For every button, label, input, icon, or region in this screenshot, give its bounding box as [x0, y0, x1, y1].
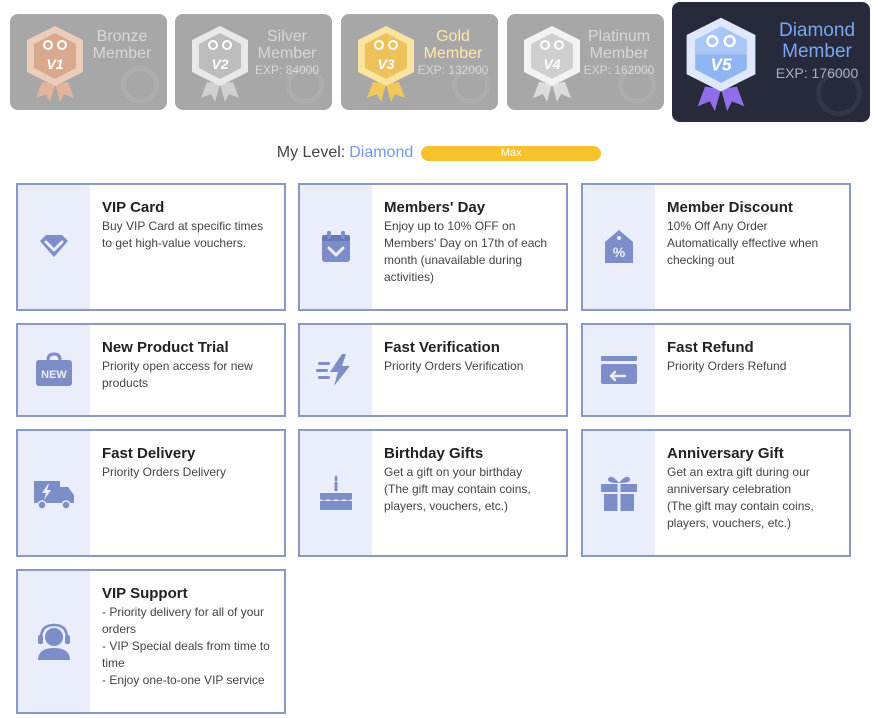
- refund-icon: [601, 356, 637, 384]
- benefit-card-fast-refund[interactable]: Fast Refund Priority Orders Refund: [581, 323, 851, 417]
- benefit-description: 10% Off Any Order: [667, 219, 768, 233]
- diamond-badge-icon: V5: [686, 17, 756, 112]
- svg-text:V1: V1: [46, 56, 63, 72]
- gift-icon: [601, 476, 637, 511]
- tier-name: Silver Member: [257, 28, 317, 62]
- benefit-description: Get a gift on your birthday: [384, 465, 523, 479]
- benefit-card-vip-support[interactable]: VIP Support - Priority delivery for all …: [16, 569, 286, 714]
- platinum-badge-icon: V4: [524, 26, 580, 102]
- benefit-card-fast-verification[interactable]: Fast Verification Priority Orders Verifi…: [298, 323, 568, 417]
- tier-decoration: [618, 66, 656, 104]
- delivery-truck-icon: [34, 481, 74, 510]
- benefit-description: Automatically effective when checking ou…: [667, 236, 819, 267]
- headset-icon: [38, 623, 70, 660]
- benefit-title: Members' Day: [384, 199, 486, 216]
- diamond-icon: [40, 235, 68, 257]
- benefit-card-birthday-gifts[interactable]: Birthday Gifts Get a gift on your birthd…: [298, 429, 568, 557]
- my-level-value: Diamond: [349, 144, 414, 161]
- svg-text:V2: V2: [211, 56, 228, 72]
- level-progress-bar: Max: [421, 145, 602, 161]
- tier-name: Gold Member: [423, 28, 483, 62]
- benefit-description: Enjoy up to 10% OFF on Members' Day on 1…: [384, 219, 548, 284]
- gold-badge-icon: V3: [358, 26, 414, 102]
- benefit-title: VIP Support: [102, 585, 188, 602]
- benefit-description: - Priority delivery for all of your orde…: [102, 605, 265, 636]
- tier-decoration: [286, 66, 324, 104]
- level-progress-text: Max: [500, 147, 522, 159]
- benefit-description: Buy VIP Card at specific times to get hi…: [102, 219, 264, 250]
- benefit-description: - Enjoy one-to-one VIP service: [102, 673, 265, 687]
- benefit-card-new-product-trial[interactable]: NEW New Product Trial Priority open acce…: [16, 323, 286, 417]
- tier-decoration: [816, 70, 862, 116]
- tier-name: Bronze Member: [92, 28, 152, 62]
- tier-exp: EXP: 84000: [254, 63, 320, 77]
- benefit-card-anniversary-gift[interactable]: Anniversary Gift Get an extra gift durin…: [581, 429, 851, 557]
- benefit-title: Fast Verification: [384, 339, 500, 356]
- benefit-title: Member Discount: [667, 199, 793, 216]
- svg-text:V3: V3: [377, 56, 394, 72]
- my-level-row: My Level: Diamond Max: [0, 143, 878, 163]
- svg-text:V4: V4: [543, 56, 560, 72]
- benefit-card-member-discount[interactable]: % Member Discount 10% Off Any Order Auto…: [581, 183, 851, 311]
- bronze-badge-icon: V1: [27, 26, 83, 102]
- benefit-card-vip-card[interactable]: VIP Card Buy VIP Card at specific times …: [16, 183, 286, 311]
- benefit-card-members-day[interactable]: Members' Day Enjoy up to 10% OFF on Memb…: [298, 183, 568, 311]
- percent-tag-icon: %: [605, 230, 633, 263]
- svg-text:%: %: [613, 244, 626, 260]
- tier-card-platinum[interactable]: V4 Platinum Member EXP: 162000: [507, 14, 664, 110]
- benefit-description: Priority open access for new products: [102, 359, 253, 390]
- benefit-title: Anniversary Gift: [667, 445, 784, 462]
- calendar-icon: [322, 231, 350, 262]
- benefit-description: - VIP Special deals from time to time: [102, 639, 270, 670]
- cake-icon: [320, 475, 352, 510]
- benefit-title: Fast Delivery: [102, 445, 196, 462]
- benefit-description: (The gift may contain coins, players, vo…: [667, 499, 814, 530]
- silver-badge-icon: V2: [192, 26, 248, 102]
- benefit-description: Get an extra gift during our anniversary…: [667, 465, 810, 496]
- svg-text:V5: V5: [710, 55, 731, 75]
- benefit-card-fast-delivery[interactable]: Fast Delivery Priority Orders Delivery: [16, 429, 286, 557]
- benefit-description: (The gift may contain coins, players, vo…: [384, 482, 531, 513]
- tier-decoration: [452, 66, 490, 104]
- benefit-title: Birthday Gifts: [384, 445, 484, 462]
- benefit-title: VIP Card: [102, 199, 165, 216]
- benefit-title: New Product Trial: [102, 339, 229, 356]
- tier-exp: EXP: 132000: [417, 63, 489, 77]
- tier-name: Diamond Member: [778, 20, 856, 62]
- tier-exp: EXP: 176000: [775, 65, 859, 81]
- benefit-description: Priority Orders Refund: [667, 359, 787, 373]
- new-bag-icon: NEW: [36, 352, 72, 386]
- svg-text:NEW: NEW: [41, 369, 67, 381]
- tier-card-silver[interactable]: V2 Silver Member EXP: 84000: [175, 14, 332, 110]
- tier-card-gold[interactable]: V3 Gold Member EXP: 132000: [341, 14, 498, 110]
- benefit-description: Priority Orders Delivery: [102, 465, 227, 479]
- tier-name: Platinum Member: [587, 28, 651, 62]
- tier-decoration: [121, 66, 159, 104]
- benefit-description: Priority Orders Verification: [384, 359, 524, 373]
- tier-card-diamond[interactable]: V5 Diamond Member EXP: 176000: [672, 2, 870, 122]
- lightning-icon: [316, 354, 350, 386]
- benefit-title: Fast Refund: [667, 339, 754, 356]
- tier-card-bronze[interactable]: V1 Bronze Member: [10, 14, 167, 110]
- tier-exp: EXP: 162000: [583, 63, 655, 77]
- my-level-label: My Level:: [276, 144, 346, 161]
